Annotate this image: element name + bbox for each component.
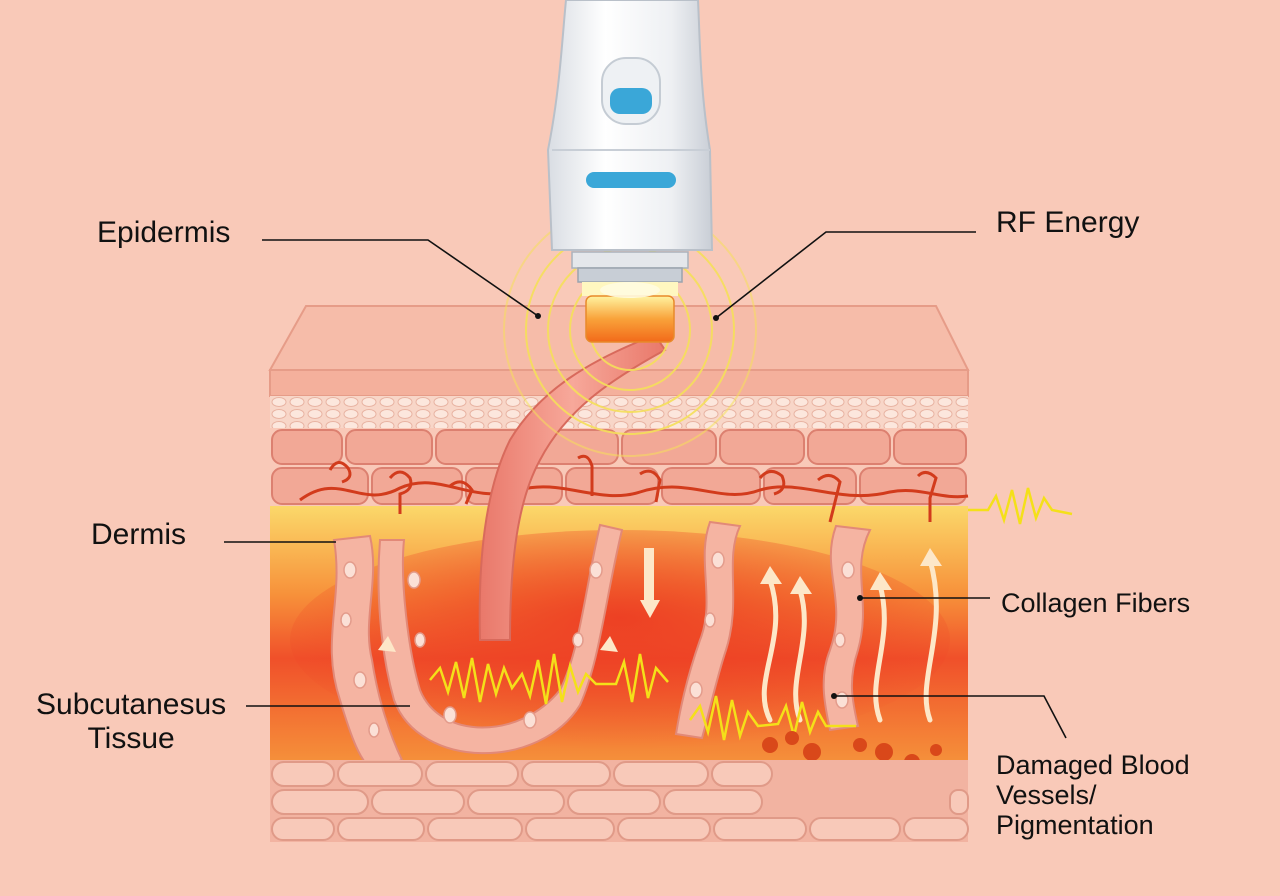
damaged-label-line3: Pigmentation — [996, 810, 1154, 840]
rf-device — [546, 0, 714, 343]
dermis-label: Dermis — [91, 518, 186, 552]
leader-lines — [224, 231, 1067, 739]
collagen-fiber — [822, 524, 872, 732]
device-button-icon — [610, 88, 652, 114]
pulse-wave — [429, 487, 1073, 741]
leader-dots — [535, 313, 863, 699]
blood-capillary — [299, 454, 969, 523]
device-indicator-icon — [586, 172, 676, 188]
rf-energy-label: RF Energy — [996, 206, 1139, 240]
basal-cell-layer — [271, 429, 967, 505]
heat-arrow — [644, 548, 654, 600]
subcutaneous-layer — [270, 760, 969, 842]
damaged-label-line1: Damaged Blood — [996, 750, 1190, 780]
dermis-label-text: Dermis — [91, 518, 186, 551]
collagen-fibers-label-text: Collagen Fibers — [1001, 588, 1191, 618]
hair-follicle — [478, 333, 667, 641]
rf-energy-label-text: RF Energy — [996, 206, 1140, 239]
heat-arrowheads — [378, 548, 942, 652]
collagen-fibers-label: Collagen Fibers — [1001, 586, 1190, 620]
subcutaneous-tissue-label: Subcutanesus Tissue — [36, 688, 226, 756]
damaged-label-line2: Vessels/ — [996, 780, 1097, 810]
subcutaneous-label-line1: Subcutanesus — [36, 688, 227, 721]
heat-arrow — [761, 557, 939, 723]
epidermis-label-text: Epidermis — [97, 216, 231, 249]
subcutaneous-label-line2: Tissue — [87, 722, 175, 755]
damaged-vessels-label: Damaged Blood Vessels/ Pigmentation — [996, 750, 1190, 840]
fiber-texture — [340, 551, 855, 738]
epidermis-label: Epidermis — [97, 216, 230, 250]
